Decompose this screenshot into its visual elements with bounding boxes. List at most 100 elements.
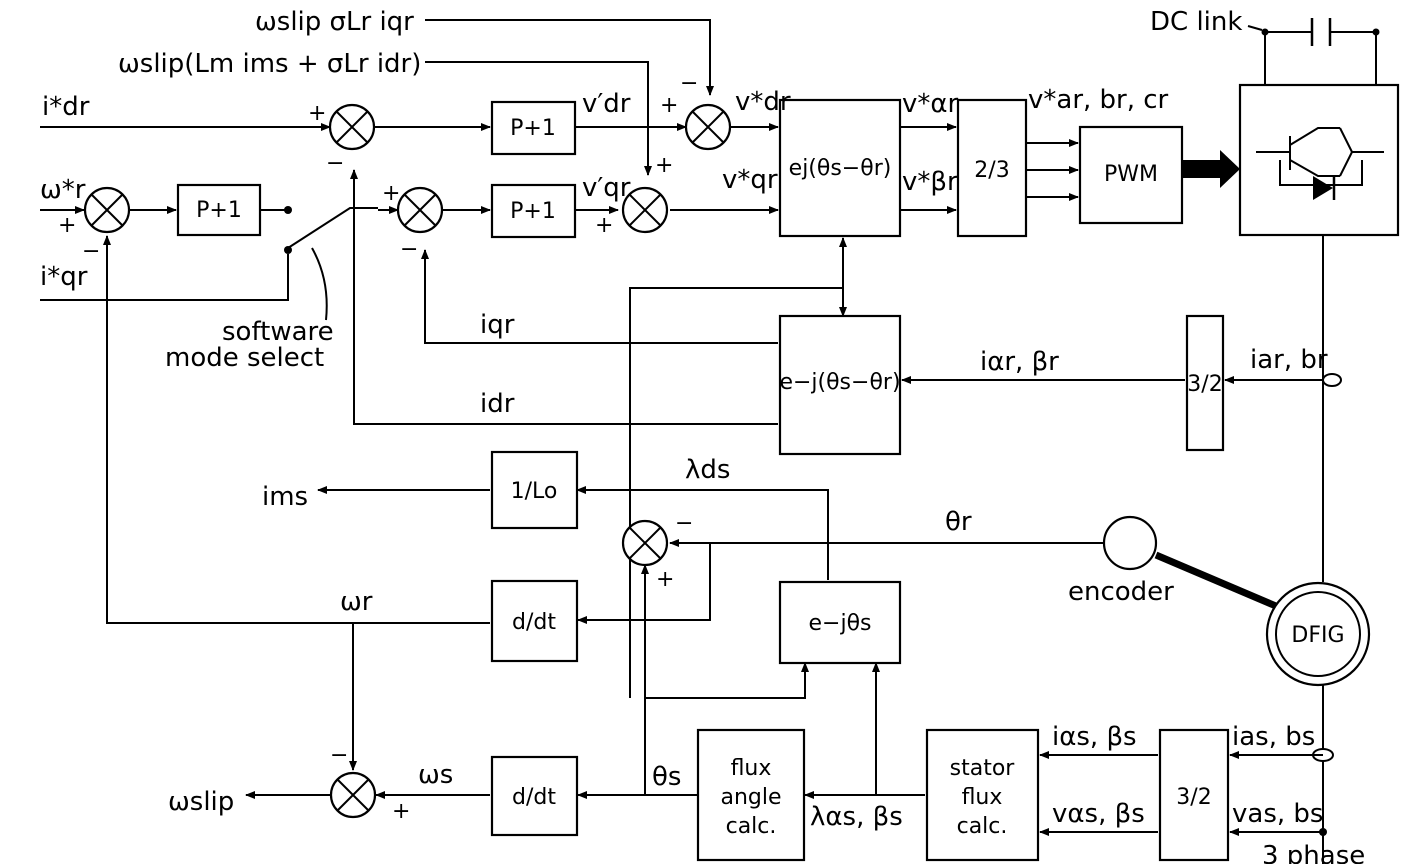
sum-theta-plus: + bbox=[656, 567, 674, 592]
dc-link-wire bbox=[1264, 31, 1377, 85]
sum-d-minus: − bbox=[326, 151, 344, 176]
flux-angle-line3: calc. bbox=[726, 814, 777, 839]
rotation-inverse-block: e−j(θs−θr) bbox=[778, 314, 902, 456]
ff-d-wire bbox=[425, 61, 652, 176]
sum-slip bbox=[329, 771, 377, 819]
dfig-machine: DFIG bbox=[1265, 581, 1371, 687]
valpha-beta-s-label: vαs, βs bbox=[1052, 799, 1145, 829]
pi-d-block: P+1 bbox=[490, 100, 577, 156]
sum-ff-d-minus: − bbox=[680, 71, 698, 96]
lambda-as-bs-label: λαs, βs bbox=[810, 802, 903, 832]
valpha-ref-label: v*αr bbox=[902, 89, 959, 119]
two-three-label: 2/3 bbox=[974, 158, 1009, 183]
rotation-stator-label: e−jθs bbox=[808, 611, 871, 636]
omega-r-label: ωr bbox=[340, 587, 373, 617]
sum-slip-plus: + bbox=[392, 799, 410, 824]
rotation-forward-label: ej(θs−θr) bbox=[789, 156, 892, 181]
lambda-ds-wire bbox=[576, 486, 829, 580]
pi-q-label: P+1 bbox=[510, 199, 556, 224]
ims-output-label: ims bbox=[262, 482, 308, 512]
pwm-block: PWM bbox=[1078, 125, 1184, 225]
pi-speed-label: P+1 bbox=[196, 198, 242, 223]
sum-theta-minus: − bbox=[675, 511, 693, 536]
software-mode-label: software bbox=[222, 317, 334, 347]
dc-link-label: DC link bbox=[1150, 7, 1242, 37]
gate-signal-bus bbox=[1182, 160, 1220, 178]
inverse-lo-block: 1/Lo bbox=[490, 450, 579, 530]
stator-flux-line3: calc. bbox=[957, 814, 1008, 839]
switch-contact-b bbox=[284, 246, 292, 254]
vdr-prime-label: v′dr bbox=[582, 89, 631, 119]
software-mode-label2: mode select bbox=[165, 343, 324, 373]
dfig-label: DFIG bbox=[1291, 623, 1344, 648]
mode-switch-blade bbox=[287, 207, 378, 249]
rotation-inverse-label: e−j(θs−θr) bbox=[779, 370, 900, 395]
sum-ff-q-plus: + bbox=[595, 213, 613, 238]
three-phase-label: 3 phase bbox=[1262, 841, 1365, 864]
iqr-ref-label: i*qr bbox=[40, 262, 88, 292]
stator-flux-line2: flux bbox=[962, 785, 1003, 810]
ff-d-term-label: ωslip(Lm ims + σLr idr) bbox=[118, 49, 421, 79]
stator-flux-calc-block: stator flux calc. bbox=[925, 728, 1040, 862]
dc-link-node-right bbox=[1372, 28, 1380, 36]
encoder-shaft bbox=[1154, 551, 1292, 616]
encoder-label: encoder bbox=[1068, 577, 1174, 607]
sum-speed-minus: − bbox=[82, 239, 100, 264]
theta-s-up bbox=[644, 662, 809, 795]
sum-ff-d-plus: + bbox=[660, 93, 678, 118]
theta-r-to-ddt bbox=[577, 543, 711, 624]
three-two-rotor-block: 3/2 bbox=[1185, 314, 1225, 452]
sum-ff-d bbox=[684, 103, 732, 151]
ddt-rotor-label: d/dt bbox=[512, 610, 556, 635]
iqr-ref-wire bbox=[40, 254, 289, 301]
flux-angle-calc-block: flux angle calc. bbox=[696, 728, 806, 862]
three-two-stator-label: 3/2 bbox=[1176, 785, 1211, 810]
ddt-rotor-block: d/dt bbox=[490, 579, 579, 663]
rotor-current-sensor bbox=[1322, 373, 1342, 387]
omega-r-ref-label: ω*r bbox=[40, 175, 86, 205]
omega-s-label: ωs bbox=[418, 760, 453, 790]
idr-feedback-wire bbox=[350, 169, 778, 425]
sum-q-plus: + bbox=[382, 181, 400, 206]
vqr-ref-label: v*qr bbox=[722, 165, 778, 195]
rotation-forward-block: ej(θs−θr) bbox=[778, 98, 902, 238]
theta-r-label: θr bbox=[945, 507, 972, 537]
sum-theta bbox=[621, 519, 669, 567]
omega-r-feedback bbox=[103, 235, 490, 624]
ddt-stator-block: d/dt bbox=[490, 755, 579, 837]
gate-signal-arrowhead bbox=[1220, 150, 1240, 188]
ialpha-beta-s-label: iαs, βs bbox=[1052, 722, 1137, 752]
dc-link-leader bbox=[1247, 25, 1263, 31]
ddt-stator-label: d/dt bbox=[512, 785, 556, 810]
lambda-ds-label: λds bbox=[685, 455, 730, 485]
three-two-rotor-label: 3/2 bbox=[1187, 372, 1222, 397]
iar-br-label: iar, br bbox=[1250, 345, 1328, 375]
two-three-block: 2/3 bbox=[956, 98, 1028, 238]
ff-q-term-label: ωslip σLr iqr bbox=[255, 7, 414, 37]
flux-angle-line1: flux bbox=[731, 756, 772, 781]
vqr-prime-label: v′qr bbox=[582, 173, 631, 203]
stator-flux-line1: stator bbox=[950, 756, 1016, 781]
sum-q-minus: − bbox=[400, 237, 418, 262]
sum-slip-minus: − bbox=[330, 743, 348, 768]
ialpha-beta-r-label: iαr, βr bbox=[980, 347, 1059, 377]
ias-bs-label: ias, bs bbox=[1232, 722, 1315, 752]
three-two-stator-block: 3/2 bbox=[1158, 728, 1230, 862]
converter-block bbox=[1238, 83, 1400, 237]
vabc-ref-label: v*ar, br, cr bbox=[1028, 85, 1169, 115]
mode-select-leader bbox=[311, 247, 328, 321]
theta-s-label: θs bbox=[652, 762, 681, 792]
idr-ref-label: i*dr bbox=[42, 92, 90, 122]
sum-d bbox=[328, 103, 376, 151]
encoder-disc bbox=[1102, 515, 1158, 571]
switch-contact-a bbox=[284, 206, 292, 214]
sum-q bbox=[396, 186, 444, 234]
vdr-ref-label: v*dr bbox=[735, 87, 791, 117]
idr-feedback-label: idr bbox=[480, 389, 515, 419]
sum-speed-plus: + bbox=[58, 213, 76, 238]
sum-ff-q-plus2: + bbox=[655, 153, 673, 178]
iqr-feedback-wire bbox=[421, 249, 778, 344]
angle-sum-wire bbox=[629, 287, 843, 698]
pi-speed-block: P+1 bbox=[176, 183, 262, 237]
